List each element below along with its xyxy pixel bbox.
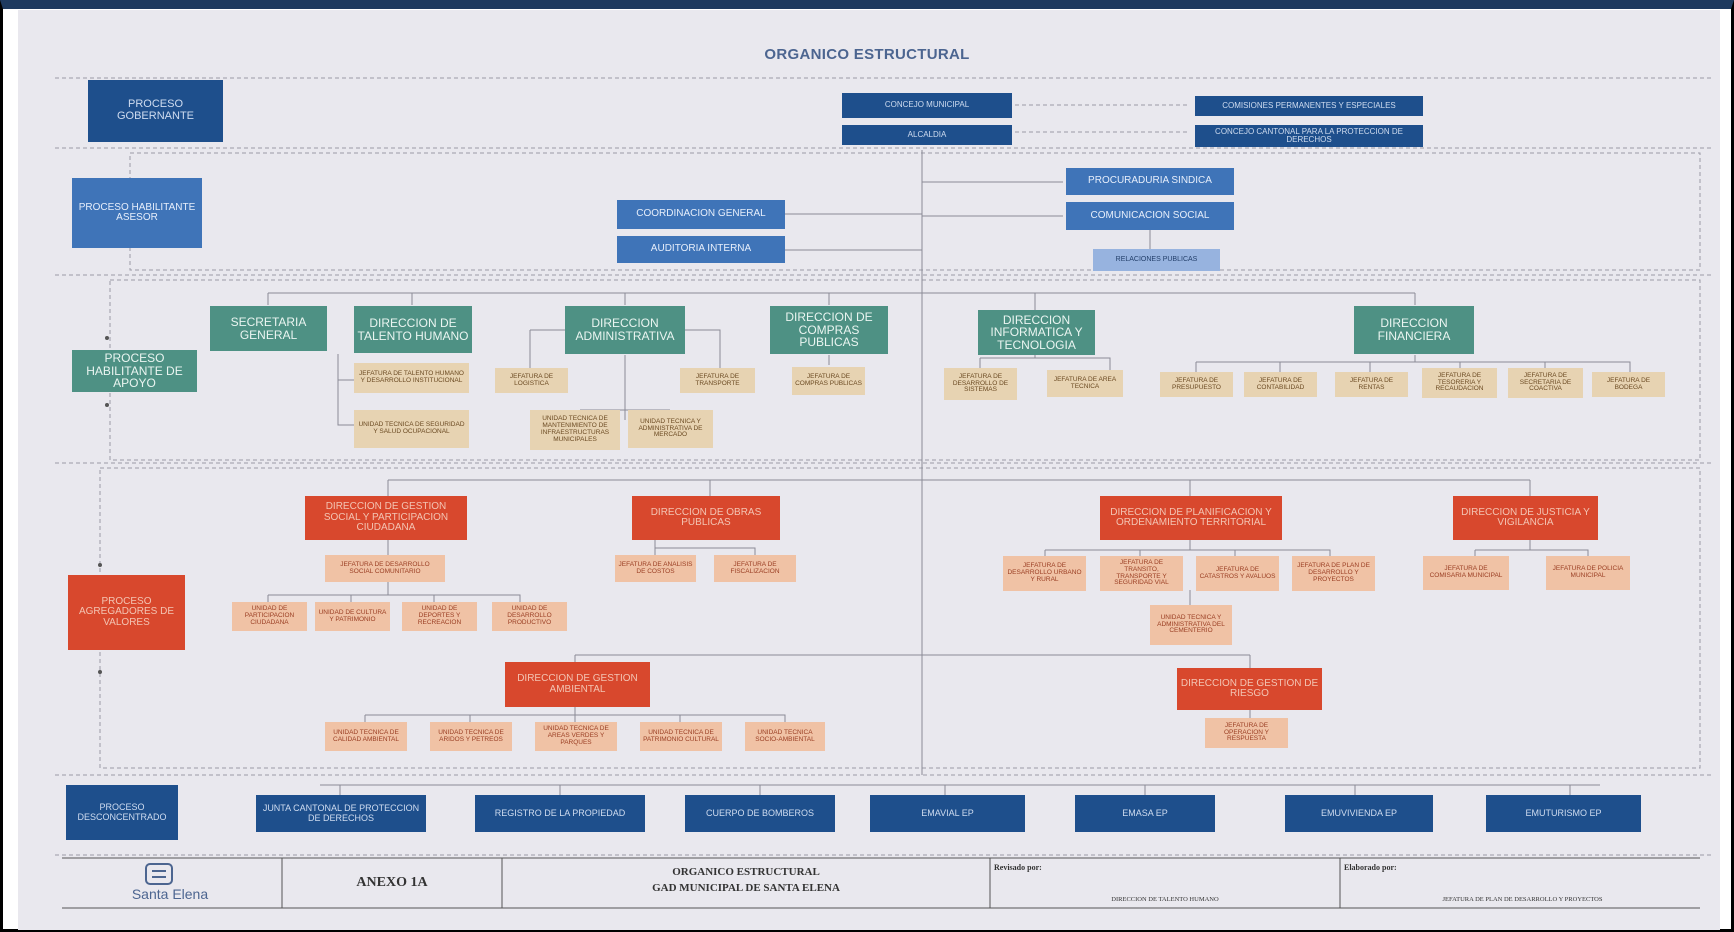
process-habilitante-apoyo: PROCESO HABILITANTE DE APOYO bbox=[72, 350, 197, 392]
direccion-financiera: DIRECCION FINANCIERA bbox=[1354, 306, 1474, 354]
jefatura-plan-desarrollo: JEFATURA DE PLAN DE DESARROLLO Y PROYECT… bbox=[1292, 556, 1375, 591]
process-gobernante: PROCESO GOBERNANTE bbox=[88, 80, 223, 142]
direccion-administrativa: DIRECCION ADMINISTRATIVA bbox=[565, 306, 685, 354]
unidad-participacion-ciudadana: UNIDAD DE PARTICIPACION CIUDADANA bbox=[232, 602, 307, 631]
unidad-seguridad-salud: UNIDAD TECNICA DE SEGURIDAD Y SALUD OCUP… bbox=[354, 410, 469, 448]
jefatura-contabilidad: JEFATURA DE CONTABILIDAD bbox=[1244, 372, 1317, 397]
procuraduria-sindica: PROCURADURIA SINDICA bbox=[1066, 168, 1234, 195]
cuerpo-bomberos: CUERPO DE BOMBEROS bbox=[685, 795, 835, 832]
jefatura-comisaria: JEFATURA DE COMISARIA MUNICIPAL bbox=[1423, 556, 1509, 590]
comunicacion-social: COMUNICACION SOCIAL bbox=[1066, 202, 1234, 230]
emavial-ep: EMAVIAL EP bbox=[870, 795, 1025, 832]
unidad-patrimonio-cultural: UNIDAD TECNICA DE PATRIMONIO CULTURAL bbox=[640, 722, 722, 751]
jefatura-coactiva: JEFATURA DE SECRETARIA DE COACTIVA bbox=[1508, 368, 1583, 398]
unidad-socio-ambiental: UNIDAD TECNICA SOCIO-AMBIENTAL bbox=[745, 722, 825, 751]
jefatura-operacion-respuesta: JEFATURA DE OPERACION Y RESPUESTA bbox=[1205, 718, 1288, 748]
unidad-cementerio: UNIDAD TECNICA Y ADMINISTRATIVA DEL CEME… bbox=[1150, 605, 1232, 645]
unidad-desarrollo-productivo: UNIDAD DE DESARROLLO PRODUCTIVO bbox=[492, 602, 567, 631]
jefatura-logistica: JEFATURA DE LOGISTICA bbox=[495, 368, 568, 393]
auditoria-interna: AUDITORIA INTERNA bbox=[617, 236, 785, 263]
unidad-mercado: UNIDAD TECNICA Y ADMINISTRATIVA DE MERCA… bbox=[628, 410, 713, 448]
comisiones-permanentes: COMISIONES PERMANENTES Y ESPECIALES bbox=[1195, 96, 1423, 116]
jefatura-presupuesto: JEFATURA DE PRESUPUESTO bbox=[1160, 372, 1233, 397]
document-title-line-1: ORGANICO ESTRUCTURAL bbox=[672, 866, 820, 878]
consejo-cantonal-derechos: CONCEJO CANTONAL PARA LA PROTECCION DE D… bbox=[1195, 125, 1423, 147]
org-chart-sheet bbox=[18, 10, 1720, 930]
direccion-informatica-tecnologia: DIRECCION INFORMATICA Y TECNOLOGIA bbox=[978, 310, 1095, 355]
secretaria-general: SECRETARIA GENERAL bbox=[210, 306, 327, 351]
jefatura-talento-humano: JEFATURA DE TALENTO HUMANO Y DESARROLLO … bbox=[354, 363, 469, 393]
emasa-ep: EMASA EP bbox=[1075, 795, 1215, 832]
unidad-aridos-petreos: UNIDAD TECNICA DE ARIDOS Y PETREOS bbox=[430, 722, 512, 751]
anexo-label: ANEXO 1A bbox=[356, 875, 428, 890]
emuturismo-ep: EMUTURISMO EP bbox=[1486, 795, 1641, 832]
jefatura-desarrollo-sistemas: JEFATURA DE DESARROLLO DE SISTEMAS bbox=[944, 368, 1017, 400]
emuvivienda-ep: EMUVIVIENDA EP bbox=[1285, 795, 1433, 832]
jefatura-rentas: JEFATURA DE RENTAS bbox=[1335, 372, 1408, 397]
revisado-label: Revisado por: bbox=[994, 862, 1042, 872]
relaciones-publicas: RELACIONES PUBLICAS bbox=[1093, 249, 1220, 271]
alcaldia: ALCALDIA bbox=[842, 125, 1012, 145]
coordinacion-general: COORDINACION GENERAL bbox=[617, 200, 785, 229]
direccion-gestion-riesgo: DIRECCION DE GESTION DE RIESGO bbox=[1177, 668, 1322, 710]
unidad-areas-verdes: UNIDAD TECNICA DE AREAS VERDES Y PARQUES bbox=[535, 722, 617, 751]
santa-elena-logo: Santa Elena bbox=[131, 886, 209, 902]
jefatura-compras-publicas: JEFATURA DE COMPRAS PUBLICAS bbox=[792, 367, 865, 395]
direccion-compras-publicas: DIRECCION DE COMPRAS PUBLICAS bbox=[770, 306, 888, 354]
jefatura-desarrollo-urbano: JEFATURA DE DESARROLLO URBANO Y RURAL bbox=[1003, 556, 1086, 591]
direccion-gestion-ambiental: DIRECCION DE GESTION AMBIENTAL bbox=[505, 662, 650, 707]
registro-propiedad: REGISTRO DE LA PROPIEDAD bbox=[475, 795, 645, 832]
jefatura-analisis-costos: JEFATURA DE ANALISIS DE COSTOS bbox=[615, 555, 696, 582]
document-title-line-2: GAD MUNICIPAL DE SANTA ELENA bbox=[652, 882, 840, 894]
elaborado-value: JEFATURA DE PLAN DE DESARROLLO Y PROYECT… bbox=[1442, 895, 1603, 903]
chart-title: ORGANICO ESTRUCTURAL bbox=[764, 46, 970, 63]
unidad-calidad-ambiental: UNIDAD TECNICA DE CALIDAD AMBIENTAL bbox=[325, 722, 407, 751]
junta-cantonal: JUNTA CANTONAL DE PROTECCION DE DERECHOS bbox=[256, 795, 426, 832]
jefatura-area-tecnica: JEFATURA DE AREA TECNICA bbox=[1047, 370, 1123, 397]
jefatura-desarrollo-social: JEFATURA DE DESARROLLO SOCIAL COMUNITARI… bbox=[325, 555, 445, 582]
direccion-talento-humano: DIRECCION DE TALENTO HUMANO bbox=[354, 306, 472, 353]
jefatura-transito: JEFATURA DE TRANSITO, TRANSPORTE Y SEGUR… bbox=[1100, 556, 1183, 591]
elaborado-label: Elaborado por: bbox=[1344, 862, 1397, 872]
process-agregadores-valor: PROCESO AGREGADORES DE VALORES bbox=[68, 575, 185, 650]
unidad-deportes-recreacion: UNIDAD DE DEPORTES Y RECREACION bbox=[402, 602, 477, 631]
direccion-gestion-social: DIRECCION DE GESTION SOCIAL Y PARTICIPAC… bbox=[305, 496, 467, 540]
jefatura-tesoreria: JEFATURA DE TESORERIA Y RECAUDACION bbox=[1422, 368, 1497, 398]
process-habilitante-asesor: PROCESO HABILITANTE ASESOR bbox=[72, 178, 202, 248]
direccion-obras-publicas: DIRECCION DE OBRAS PUBLICAS bbox=[632, 496, 780, 540]
jefatura-bodega: JEFATURA DE BODEGA bbox=[1592, 372, 1665, 397]
jefatura-catastros: JEFATURA DE CATASTROS Y AVALUOS bbox=[1196, 556, 1279, 591]
direccion-justicia-vigilancia: DIRECCION DE JUSTICIA Y VIGILANCIA bbox=[1453, 496, 1598, 540]
jefatura-fiscalizacion: JEFATURA DE FISCALIZACION bbox=[714, 555, 796, 582]
revisado-value: DIRECCION DE TALENTO HUMANO bbox=[1111, 895, 1219, 903]
jefatura-policia: JEFATURA DE POLICIA MUNICIPAL bbox=[1546, 556, 1630, 590]
concejo-municipal: CONCEJO MUNICIPAL bbox=[842, 93, 1012, 118]
unidad-mantenimiento-infraestructura: UNIDAD TECNICA DE MANTENIMIENTO DE INFRA… bbox=[530, 410, 620, 450]
process-desconcentrado: PROCESO DESCONCENTRADO bbox=[66, 785, 178, 840]
direccion-planificacion: DIRECCION DE PLANIFICACION Y ORDENAMIENT… bbox=[1100, 496, 1282, 540]
unidad-cultura-patrimonio: UNIDAD DE CULTURA Y PATRIMONIO bbox=[315, 602, 390, 631]
jefatura-transporte: JEFATURA DE TRANSPORTE bbox=[680, 368, 755, 393]
